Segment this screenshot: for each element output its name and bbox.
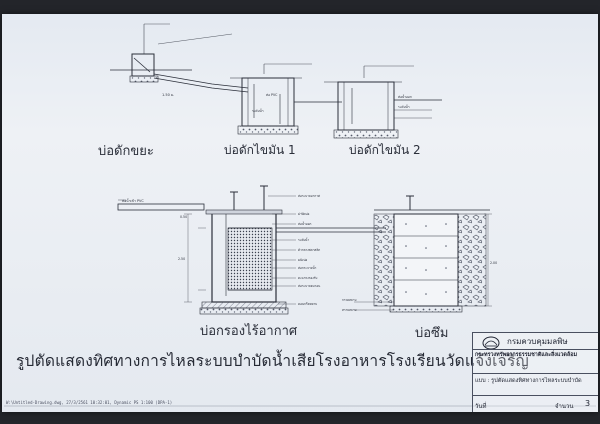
svg-text:ท่อ PVC: ท่อ PVC [266,93,278,97]
svg-text:ท่อกระจายน้ำ: ท่อกระจายน้ำ [298,265,317,270]
title-block-divider [473,349,598,350]
soak-pit-section: 2.00 กรวดหยาบ ทรายหยาบ [342,195,497,313]
svg-text:กรวดหยาบ: กรวดหยาบ [342,298,356,302]
ministry-name: กระทรวงทรัพยากรธรรมชาติและสิ่งแวดล้อม [475,352,578,358]
oil-trap-2-label: บ่อดักไขมัน 2 [349,143,421,157]
sheet-count-label: จำนวน [555,403,574,410]
filter-tank-label: บ่อกรองไร้อากาศ [200,324,298,339]
title-block: กรมควบคุมมลพิษ กระทรวงทรัพยากรธรรมชาติแล… [472,332,598,412]
department-name: กรมควบคุมมลพิษ [507,337,568,346]
oil-trap-2-section: ท่อน้ำออก ระดับน้ำ [324,65,442,139]
drawing-sheet: 1.50 ม. ท่อ PVC ระดับน้ำ [2,14,598,412]
sheet-count-value: 3 [585,399,591,408]
svg-text:ระดับน้ำ: ระดับน้ำ [398,104,410,109]
title-block-divider [473,373,598,374]
svg-text:ฝาปิดบ่อ: ฝาปิดบ่อ [298,212,309,216]
svg-text:ท่อน้ำออก: ท่อน้ำออก [298,221,311,226]
svg-text:คอนกรีตหยาบ: คอนกรีตหยาบ [298,302,317,306]
svg-text:ท่อน้ำเข้า PVC: ท่อน้ำเข้า PVC [122,198,144,203]
date-label: วันที่ [475,403,487,410]
grease-trap-label: บ่อดักขยะ [98,144,154,159]
svg-text:0.50: 0.50 [180,215,187,219]
grease-trap-section: 1.50 ม. [110,23,249,97]
oil-trap-1-label: บ่อดักไขมัน 1 [224,143,296,157]
anaerobic-filter-section: ท่อน้ำเข้า PVC [117,185,386,315]
oil-trap-1-section: ท่อ PVC ระดับน้ำ [230,63,342,135]
svg-text:ท่อระบายตะกอน: ท่อระบายตะกอน [298,284,321,288]
svg-text:1.50 ม.: 1.50 ม. [162,93,174,97]
svg-text:ทรายหยาบ: ทรายหยาบ [342,308,356,312]
svg-text:ตะแกรงรองรับ: ตะแกรงรองรับ [298,276,317,280]
drawing-title: รูปตัดแสดงทิศทางการไหลระบบบำบัดน้ำเสียโร… [16,352,529,370]
svg-text:ท่อระบายอากาศ: ท่อระบายอากาศ [298,194,320,198]
engineering-drawing: 1.50 ม. ท่อ PVC ระดับน้ำ [4,23,596,407]
plan-description: แบบ : รูปตัดแสดงทิศทางการไหลระบบบำบัด [475,378,582,384]
svg-text:2.00: 2.00 [490,261,497,265]
soak-pit-label: บ่อซึม [415,326,449,341]
svg-text:2.50: 2.50 [178,257,185,261]
svg-text:ตัวกลางพลาสติก: ตัวกลางพลาสติก [298,248,320,252]
file-path: W:\Untitled-Drawing.dwg, 27/3/2561 10:32… [6,400,173,405]
title-block-divider [473,395,598,396]
svg-text:ผนังบ่อ: ผนังบ่อ [298,258,307,262]
svg-text:ระดับน้ำ: ระดับน้ำ [298,237,309,242]
svg-text:ท่อน้ำออก: ท่อน้ำออก [398,94,412,99]
svg-text:ระดับน้ำ: ระดับน้ำ [252,108,264,113]
